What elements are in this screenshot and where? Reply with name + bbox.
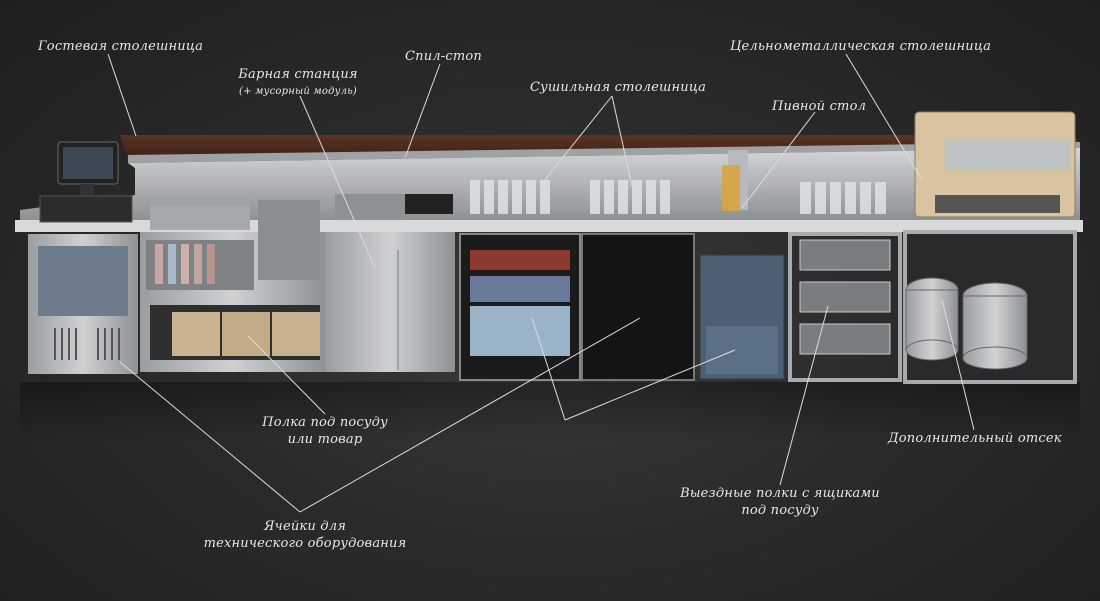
label-guest-counter: Гостевая столешница (38, 39, 204, 54)
label-extra-compartment: Дополнительный отсек (888, 431, 1062, 446)
label-bar-station-title: Барная станция (238, 67, 358, 82)
label-bar-station-sub: (+ мусорный модуль) (239, 86, 357, 97)
label-bar-station: Барная станция (+ мусорный модуль) (218, 66, 378, 100)
pos-screen (63, 147, 113, 179)
sink-basin (335, 194, 405, 218)
sink-cabinet (325, 232, 455, 372)
waste-chute (405, 194, 453, 214)
shaker-rack (258, 200, 320, 280)
bar-station-tray (150, 205, 250, 230)
beer-glass (722, 165, 740, 211)
label-dish-shelf: Полка под посуду или товар (240, 414, 410, 448)
label-pullout-shelves-line1: Выездные полки с ящиками (680, 486, 880, 501)
label-pullout-shelves: Выездные полки с ящиками под посуду (660, 485, 900, 519)
label-drying-counter: Сушильная столешница (530, 80, 707, 95)
label-pullout-shelves-line2: под посуду (741, 503, 819, 518)
label-tech-cells-line2: технического оборудования (203, 536, 407, 551)
label-spill-stop: Спил-стоп (405, 49, 482, 64)
cans-shelf (470, 250, 570, 356)
ice-machine-panel (38, 246, 128, 316)
bottles (155, 244, 215, 284)
glasses-rows (470, 180, 886, 214)
pos-stand (80, 184, 94, 196)
dish-boxes (172, 312, 320, 356)
label-dish-shelf-line1: Полка под посуду (262, 415, 388, 430)
ice-machine-vent (54, 328, 120, 360)
dishwasher-panel (706, 326, 778, 374)
label-beer-table: Пивной стол (772, 99, 867, 114)
spill-stop-strip (128, 142, 1080, 163)
leader-lines (107, 53, 975, 513)
label-tech-cells: Ячейки для технического оборудования (190, 518, 420, 552)
dish-crates (799, 239, 891, 355)
kegs (905, 277, 1028, 370)
cash-drawer (39, 195, 133, 223)
espresso-head-panel (945, 140, 1070, 170)
label-dish-shelf-line2: или товар (287, 432, 363, 447)
label-tech-cells-line1: Ячейки для (263, 519, 347, 534)
label-solid-metal-counter: Цельнометаллическая столешница (730, 39, 992, 54)
shelf-frame (788, 232, 902, 382)
espresso-tray (935, 195, 1060, 213)
solid-fridge (581, 233, 695, 381)
floor-reflection (20, 382, 1080, 442)
